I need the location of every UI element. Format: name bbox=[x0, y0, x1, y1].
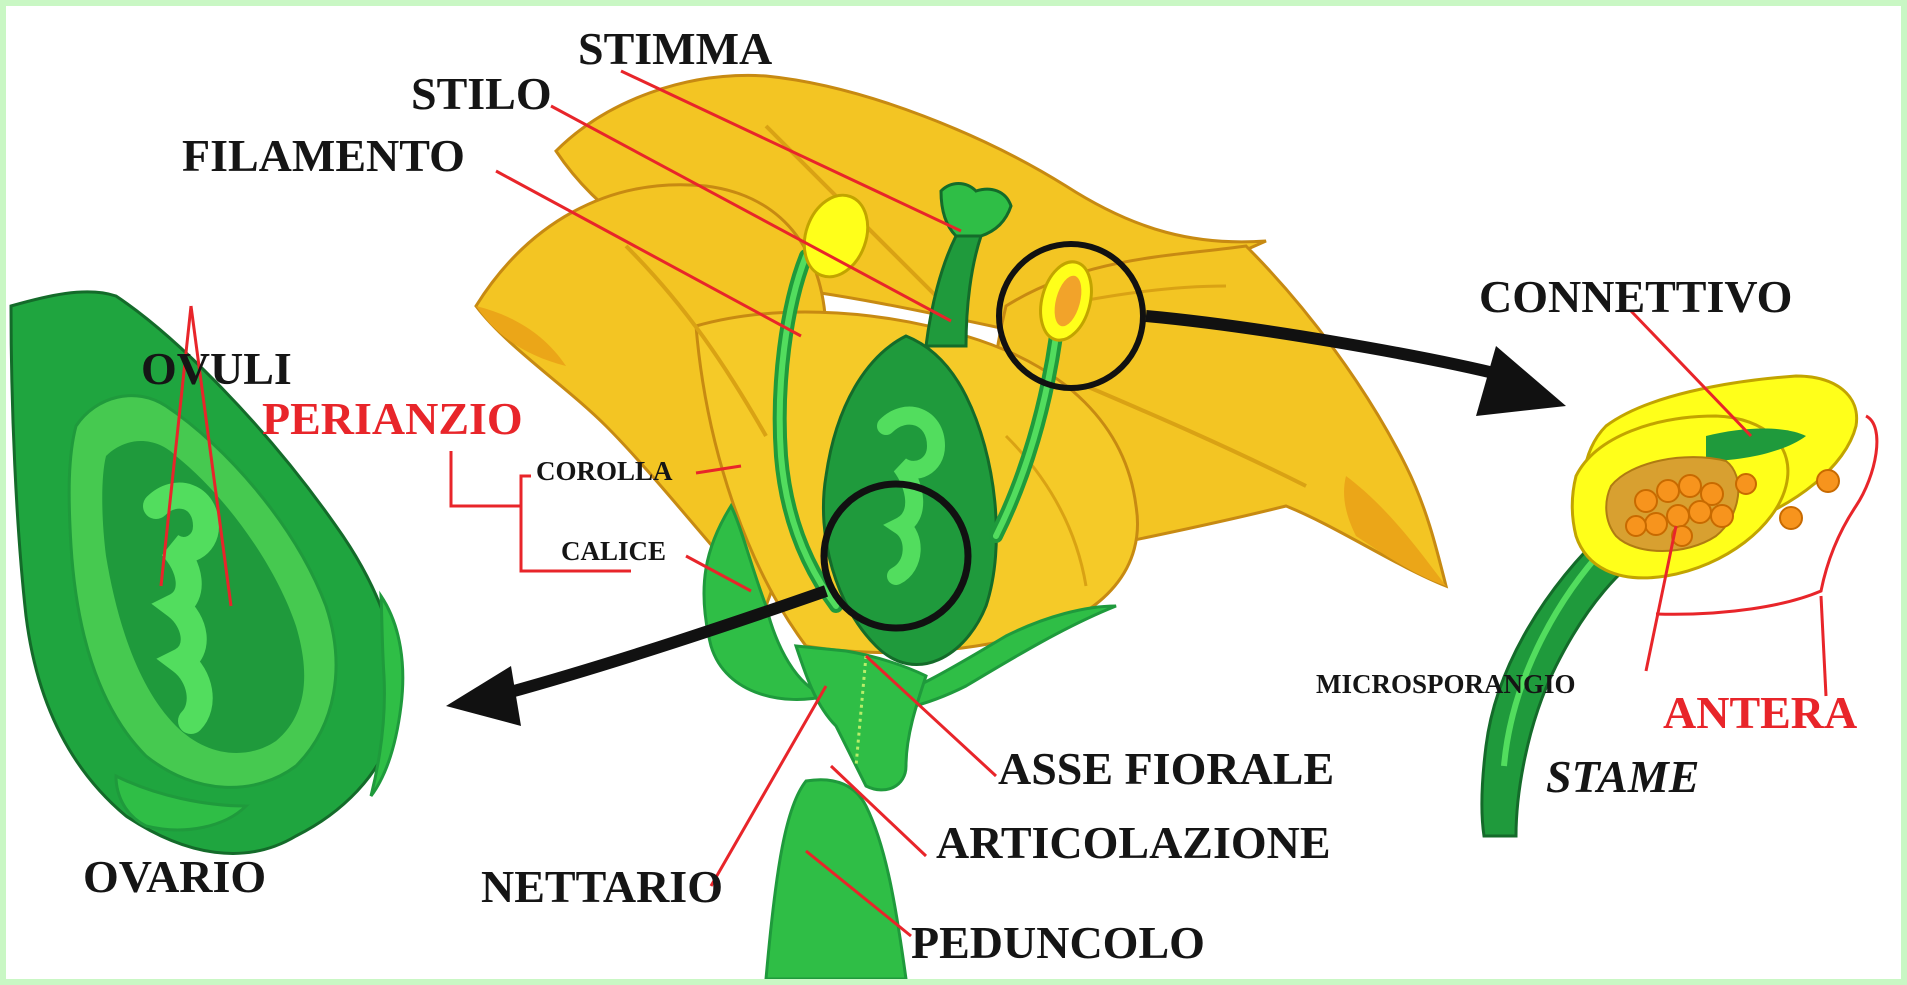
label-stame: STAME bbox=[1546, 754, 1699, 800]
arrow-to-stame-head bbox=[1476, 346, 1566, 416]
peduncle bbox=[766, 780, 906, 979]
leader-perianzio-bracket bbox=[451, 451, 531, 506]
leader-antera bbox=[1821, 596, 1826, 696]
receptacle bbox=[796, 646, 926, 790]
label-ovario: OVARIO bbox=[83, 854, 266, 900]
label-connettivo: CONNETTIVO bbox=[1479, 274, 1792, 320]
label-microsporangio: MICROSPORANGIO bbox=[1316, 671, 1576, 698]
label-ovuli: OVULI bbox=[141, 346, 292, 392]
label-stimma: STIMMA bbox=[578, 26, 772, 72]
label-nettario: NETTARIO bbox=[481, 864, 723, 910]
arrow-to-ovario-head bbox=[446, 666, 521, 726]
flower-diagram: STIMMA STILO FILAMENTO OVULI PERIANZIO C… bbox=[6, 6, 1901, 979]
label-asse-fiorale: ASSE FIORALE bbox=[998, 746, 1334, 792]
label-calice: CALICE bbox=[561, 538, 666, 565]
label-articolazione: ARTICOLAZIONE bbox=[936, 820, 1331, 866]
label-stilo: STILO bbox=[411, 71, 552, 117]
label-corolla: COROLLA bbox=[536, 458, 673, 485]
label-filamento: FILAMENTO bbox=[182, 133, 465, 179]
label-perianzio: PERIANZIO bbox=[262, 396, 523, 442]
label-peduncolo: PEDUNCOLO bbox=[911, 920, 1205, 966]
label-antera: ANTERA bbox=[1663, 690, 1857, 736]
